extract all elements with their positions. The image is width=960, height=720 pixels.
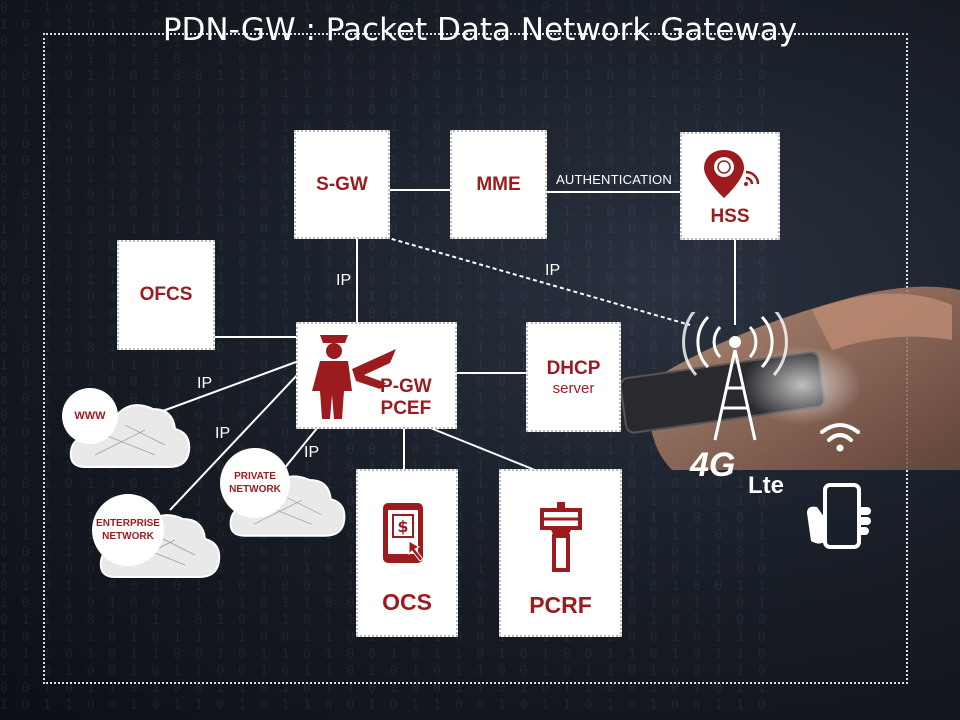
node-pcrf: PCRF bbox=[499, 469, 622, 637]
node-hss-label: HSS bbox=[710, 206, 750, 227]
node-pcrf-label: PCRF bbox=[529, 592, 592, 618]
node-mme-label: MME bbox=[476, 173, 521, 195]
edge-label-ip-private: IP bbox=[304, 444, 320, 461]
hand-holding-phone-illustration bbox=[619, 286, 960, 470]
node-pgw-label: P-GW bbox=[380, 376, 432, 397]
node-ocs-label: OCS bbox=[382, 589, 432, 615]
node-dhcp-label: DHCP bbox=[546, 357, 601, 379]
edge-label-authentication: AUTHENTICATION bbox=[556, 172, 672, 187]
node-sgw: S-GW bbox=[294, 130, 390, 239]
node-dhcp-sublabel: server bbox=[552, 379, 595, 397]
hand-phone-icon bbox=[807, 483, 871, 549]
control-tower-icon bbox=[539, 502, 582, 572]
pilot-airplane-icon bbox=[312, 335, 396, 419]
edge-label-ip-sgw-pgw: IP bbox=[336, 272, 352, 289]
network-enterprise-label: ENTERPRISE NETWORK bbox=[92, 494, 164, 566]
wifi-icon bbox=[820, 423, 860, 452]
tablet-dollar-icon: $ bbox=[383, 503, 424, 563]
edge-label-ip-enterprise: IP bbox=[215, 425, 231, 442]
node-sgw-label: S-GW bbox=[316, 173, 368, 195]
link-pgw-private bbox=[282, 426, 319, 471]
node-mme: MME bbox=[450, 130, 547, 239]
node-ocs: $ OCS bbox=[356, 469, 458, 637]
edge-label-ip-sgw-device: IP bbox=[545, 262, 561, 279]
node-ofcs: OFCS bbox=[117, 240, 215, 350]
svg-text:$: $ bbox=[397, 517, 408, 536]
network-private-label: PRIVATE NETWORK bbox=[220, 448, 290, 518]
node-dhcp: DHCP server bbox=[526, 322, 621, 432]
badge-lte: Lte bbox=[748, 472, 784, 499]
link-pgw-www bbox=[159, 361, 297, 413]
node-ofcs-label: OFCS bbox=[139, 284, 193, 305]
link-pgw-enterprise bbox=[169, 371, 301, 511]
edge-label-ip-www: IP bbox=[197, 375, 213, 392]
network-www-label: WWW bbox=[62, 388, 118, 444]
node-pgw: P-GW PCEF bbox=[296, 322, 457, 429]
node-hss: HSS bbox=[680, 132, 780, 240]
node-pcef-label: PCEF bbox=[380, 398, 432, 419]
link-pgw-pcrf bbox=[427, 426, 536, 471]
badge-4g: 4G bbox=[690, 446, 736, 484]
page-title: PDN-GW : Packet Data Network Gateway bbox=[162, 12, 798, 48]
link-sgw-device bbox=[384, 236, 691, 326]
location-pin-icon bbox=[704, 150, 760, 198]
antenna-tower-icon bbox=[682, 312, 788, 441]
